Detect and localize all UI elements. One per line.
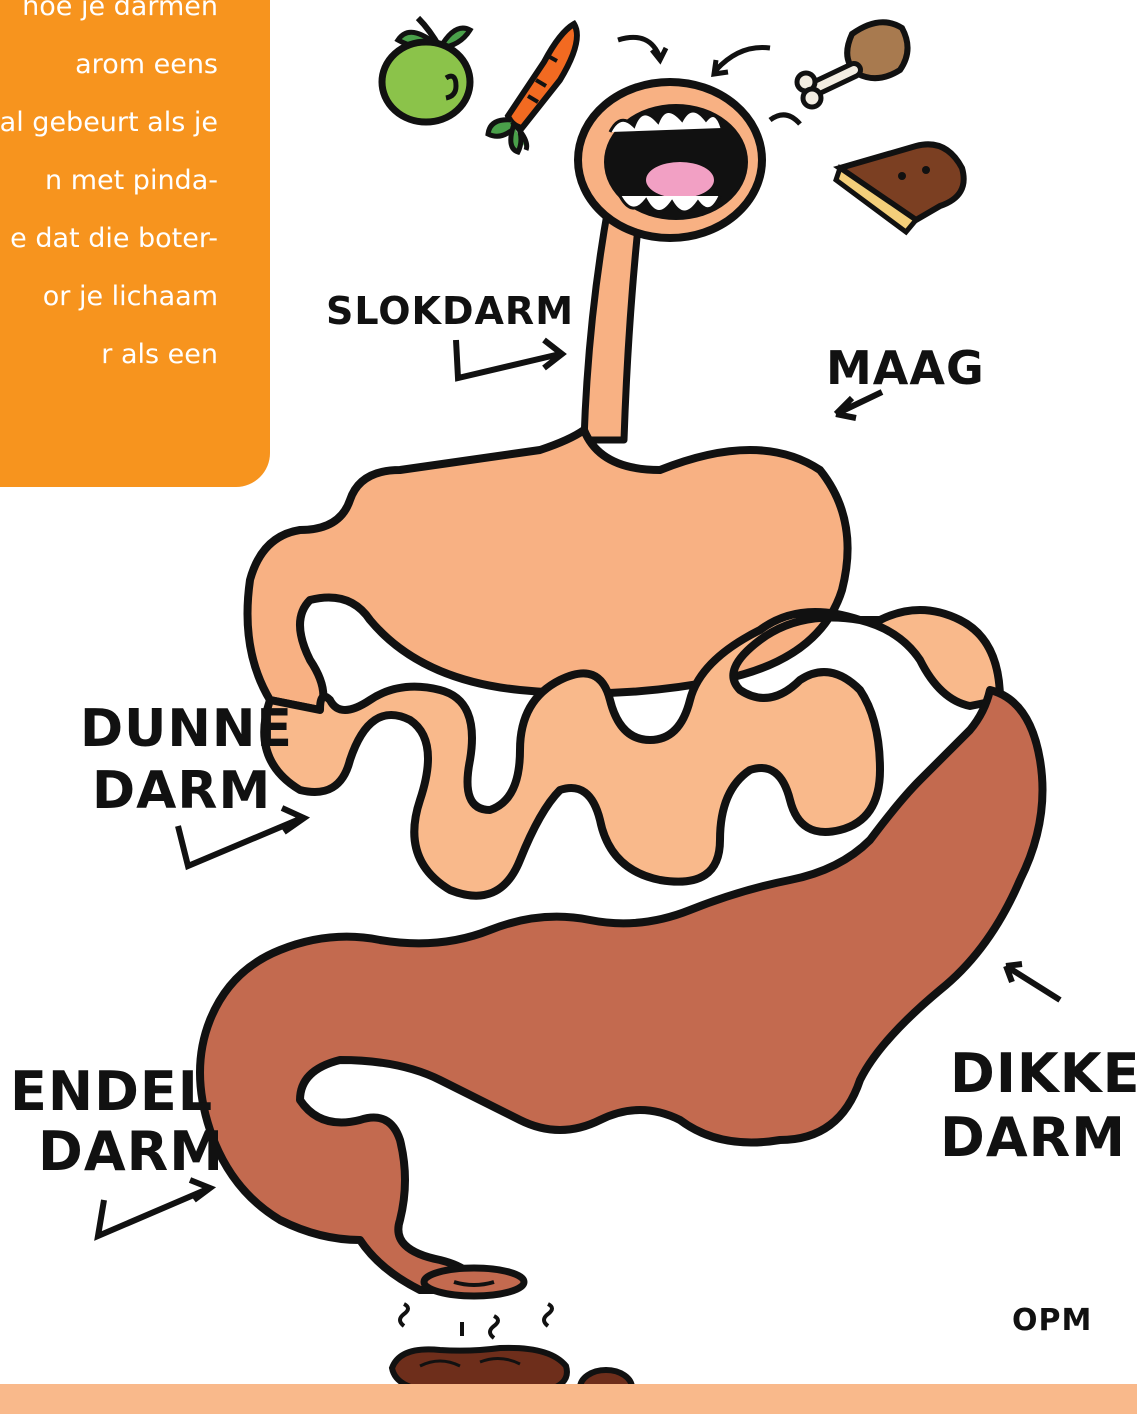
- label-dikke: DIKKE: [950, 1042, 1137, 1105]
- esophagus-shape: [584, 208, 640, 440]
- chicken-leg-icon: [797, 22, 908, 107]
- label-endel: ENDEL: [10, 1060, 213, 1123]
- label-slokdarm: SLOKDARM: [326, 289, 574, 333]
- cake-slice-icon: [836, 144, 964, 232]
- label-dunne-darm: DARM: [92, 761, 271, 821]
- carrot-icon: [488, 24, 577, 152]
- label-dikke-darm: DARM: [940, 1106, 1126, 1169]
- anus-shape: [424, 1268, 524, 1296]
- bottom-band: [0, 1384, 1137, 1414]
- artist-signature: OPM: [1012, 1303, 1092, 1338]
- mouth-icon: [578, 82, 762, 238]
- label-endel-darm: DARM: [38, 1120, 224, 1183]
- stomach-shape: [248, 430, 848, 710]
- apple-icon: [382, 18, 470, 122]
- label-maag: MAAG: [826, 341, 985, 395]
- label-dunne: DUNNE: [80, 699, 293, 759]
